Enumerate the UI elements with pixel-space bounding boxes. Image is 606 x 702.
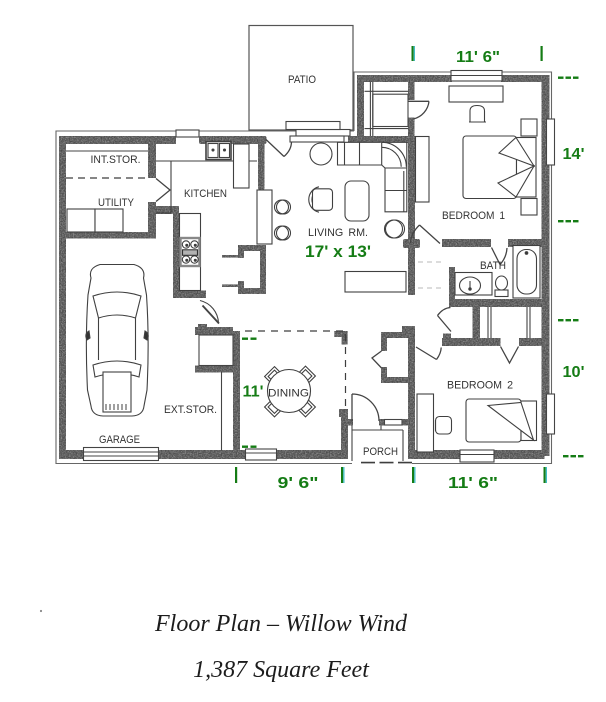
svg-text:LIVING RM.: LIVING RM. (308, 227, 368, 239)
svg-text:BEDROOM 1: BEDROOM 1 (442, 210, 505, 222)
svg-text:11': 11' (243, 384, 264, 401)
svg-text:14': 14' (563, 146, 585, 163)
svg-text:BEDROOM 2: BEDROOM 2 (447, 380, 513, 392)
svg-text:17' x 13': 17' x 13' (305, 242, 371, 261)
svg-text:11' 6": 11' 6" (448, 475, 498, 492)
svg-text:PORCH: PORCH (363, 446, 398, 458)
svg-text:1,387 Square Feet: 1,387 Square Feet (193, 657, 370, 683)
svg-text:INT.STOR.: INT.STOR. (91, 154, 141, 166)
svg-text:DINING: DINING (268, 388, 309, 400)
svg-text:11' 6": 11' 6" (456, 49, 500, 66)
svg-text:PATIO: PATIO (288, 74, 316, 86)
svg-text:KITCHEN: KITCHEN (184, 188, 227, 200)
svg-text:GARAGE: GARAGE (99, 434, 140, 446)
svg-text:BATH: BATH (480, 260, 506, 272)
svg-text:EXT.STOR.: EXT.STOR. (164, 404, 217, 416)
svg-text:UTILITY: UTILITY (98, 197, 135, 209)
svg-text:9' 6": 9' 6" (278, 475, 319, 492)
svg-text:10': 10' (563, 364, 585, 381)
svg-text:Floor Plan – Willow Wind: Floor Plan – Willow Wind (154, 611, 408, 637)
